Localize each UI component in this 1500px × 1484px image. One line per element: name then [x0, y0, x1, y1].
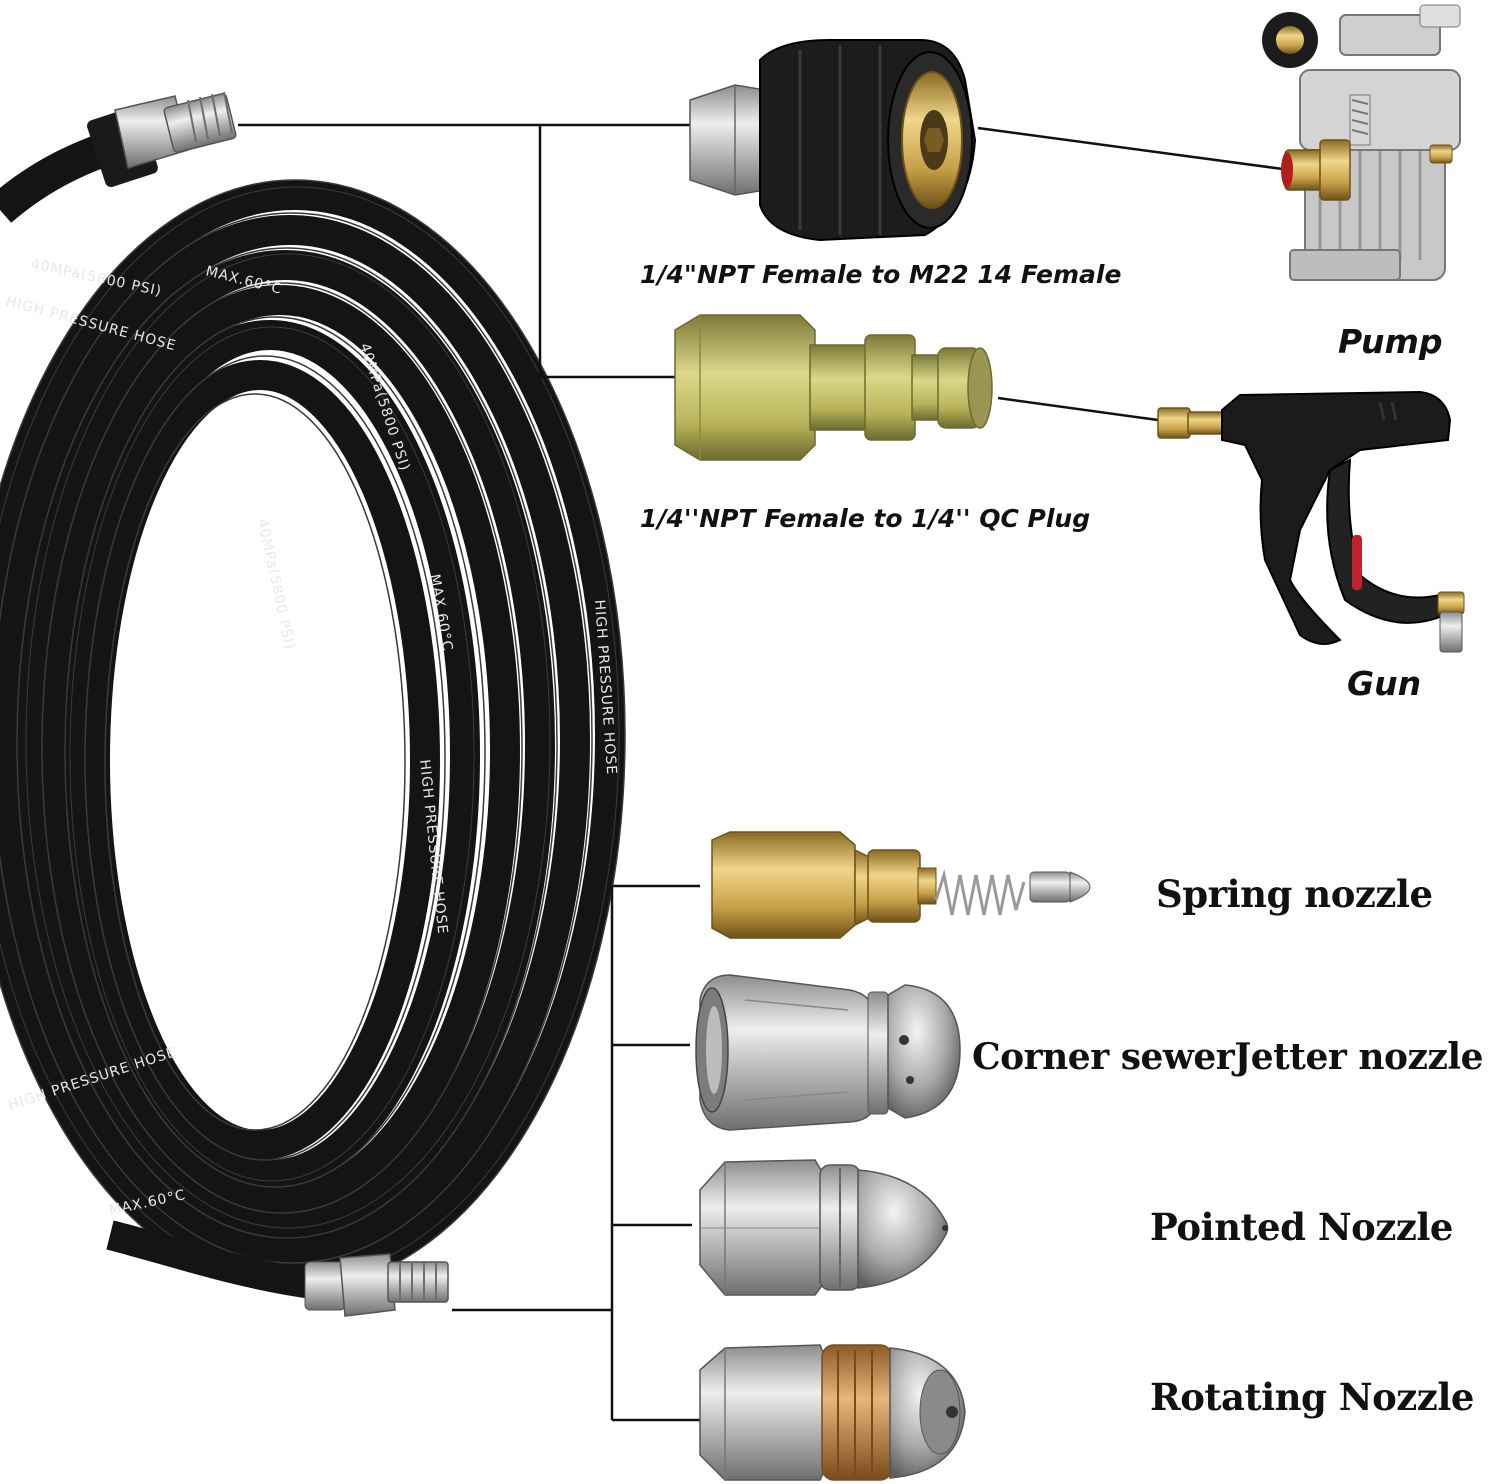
label-pump: Pump: [1338, 322, 1443, 361]
corner-nozzle-icon: [695, 974, 961, 1131]
rotating-nozzle-icon: [699, 1344, 966, 1481]
label-m22-adapter: 1/4"NPT Female to M22 14 Female: [640, 260, 1122, 289]
pointed-nozzle-icon: [699, 1159, 949, 1296]
label-spring-nozzle: Spring nozzle: [1156, 872, 1433, 916]
m22-coupler-icon: [689, 39, 977, 242]
label-rotating-nozzle: Rotating Nozzle: [1150, 1375, 1474, 1419]
connector-lines: [238, 123, 1291, 1422]
bottom-male-fitting-icon: [304, 1253, 449, 1317]
label-pointed-nozzle: Pointed Nozzle: [1150, 1205, 1453, 1249]
spring-nozzle-icon: [711, 831, 1091, 939]
label-qc-adapter: 1/4''NPT Female to 1/4'' QC Plug: [640, 504, 1091, 533]
hose-coil-icon: 40MPa(5800 PSI) MAX.60°C HIGH PRESSURE H…: [0, 123, 626, 1300]
label-corner-nozzle: Corner sewerJetter nozzle: [972, 1036, 1484, 1078]
label-gun: Gun: [1347, 664, 1422, 703]
pump-icon: [1262, 4, 1461, 281]
top-male-fitting-icon: [87, 91, 237, 188]
hose-print-rating-3: 40MPa(5800 PSI): [254, 518, 297, 652]
qc-plug-icon: [674, 314, 993, 461]
spray-gun-icon: [1157, 390, 1465, 653]
